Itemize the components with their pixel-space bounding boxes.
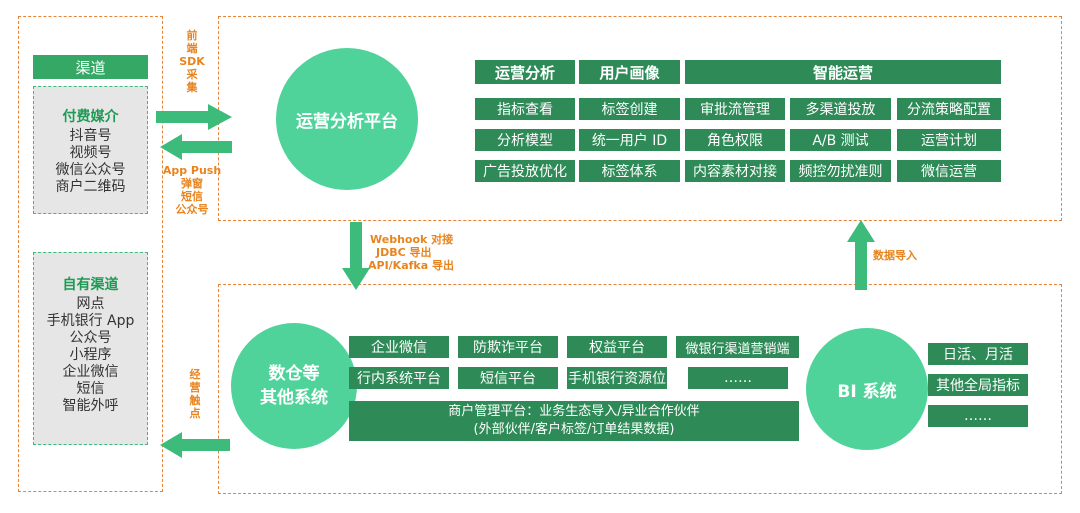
- system-button: 手机银行资源位: [567, 367, 667, 389]
- system-button: 防欺诈平台: [458, 336, 558, 358]
- feature-button: 广告投放优化: [475, 160, 575, 182]
- own-channel-item: 手机银行 App: [46, 313, 135, 329]
- feature-button: 审批流管理: [685, 98, 785, 120]
- own-channel-item: 公众号: [69, 330, 112, 346]
- bi-name: BI 系统: [837, 381, 897, 402]
- own-channel-box: 自有渠道 网点 手机银行 App 公众号 小程序 企业微信 短信 智能外呼: [33, 252, 148, 445]
- feature-button: 分流策略配置: [897, 98, 1001, 120]
- systems-panel: [218, 284, 1062, 494]
- feature-button: 分析模型: [475, 129, 575, 151]
- paid-media-item: 微信公众号: [55, 162, 126, 178]
- own-channel-item: 智能外呼: [62, 398, 119, 414]
- system-button: 行内系统平台: [349, 367, 449, 389]
- feature-button: 标签创建: [579, 98, 680, 120]
- bi-item: 日活、月活: [928, 343, 1028, 365]
- own-channel-item: 小程序: [69, 347, 112, 363]
- paid-media-item: 抖音号: [69, 128, 112, 144]
- own-channel-item: 短信: [76, 381, 105, 397]
- touchpoint-label: 经营触点: [189, 368, 201, 420]
- feature-button: 多渠道投放: [790, 98, 891, 120]
- merchant-line1: 商户管理平台：业务生态导入/异业合作伙伴: [448, 404, 700, 419]
- feature-button: 角色权限: [685, 129, 785, 151]
- paid-media-item: 视频号: [69, 145, 112, 161]
- paid-media-title: 付费媒介: [62, 109, 119, 125]
- webhook-label: Webhook 对接 JDBC 导出 API/Kafka 导出: [368, 233, 454, 272]
- feature-button: A/B 测试: [790, 129, 891, 151]
- merchant-line2: (外部伙伴/客户标签/订单结果数据): [473, 422, 675, 437]
- paid-media-item: 商户二维码: [55, 179, 126, 195]
- own-channel-item: 网点: [76, 296, 105, 312]
- feature-button: 频控勿扰准则: [790, 160, 891, 182]
- bi-circle: BI 系统: [806, 328, 928, 450]
- feature-button: 统一用户 ID: [579, 129, 680, 151]
- arrow-down-webhook: [342, 222, 370, 290]
- warehouse-name-line1: 数仓等: [268, 364, 320, 384]
- own-channel-item: 企业微信: [62, 364, 119, 380]
- header-ops-analysis: 运营分析: [475, 60, 575, 84]
- arrow-left-touch: [160, 432, 230, 458]
- feature-button: 微信运营: [897, 160, 1001, 182]
- arrow-left-push: [160, 134, 232, 160]
- data-import-label: 数据导入: [873, 249, 917, 262]
- header-smart-ops: 智能运营: [685, 60, 1001, 84]
- own-channel-title: 自有渠道: [62, 277, 119, 293]
- channel-header: 渠道: [33, 55, 148, 79]
- arrow-right-sdk: [156, 104, 232, 130]
- feature-button: 指标查看: [475, 98, 575, 120]
- platform-circle: 运营分析平台: [276, 48, 418, 190]
- feature-button: 标签体系: [579, 160, 680, 182]
- warehouse-name-line2: 其他系统: [260, 388, 328, 408]
- feature-button: 运营计划: [897, 129, 1001, 151]
- system-button: ……: [688, 367, 788, 389]
- system-button: 微银行渠道营销端: [676, 336, 799, 358]
- arrow-up-import: [847, 220, 875, 290]
- feature-button: 内容素材对接: [685, 160, 785, 182]
- system-button: 权益平台: [567, 336, 667, 358]
- channel-panel: [18, 16, 163, 492]
- bi-item: ……: [928, 405, 1028, 427]
- warehouse-circle: 数仓等 其他系统: [231, 323, 357, 449]
- system-button: 短信平台: [458, 367, 558, 389]
- system-button: 企业微信: [349, 336, 449, 358]
- bi-item: 其他全局指标: [928, 374, 1028, 396]
- platform-name: 运营分析平台: [296, 111, 398, 132]
- merchant-platform-box: 商户管理平台：业务生态导入/异业合作伙伴 (外部伙伴/客户标签/订单结果数据): [349, 401, 799, 441]
- header-user-profile: 用户画像: [579, 60, 680, 84]
- paid-media-box: 付费媒介 抖音号 视频号 微信公众号 商户二维码: [33, 86, 148, 214]
